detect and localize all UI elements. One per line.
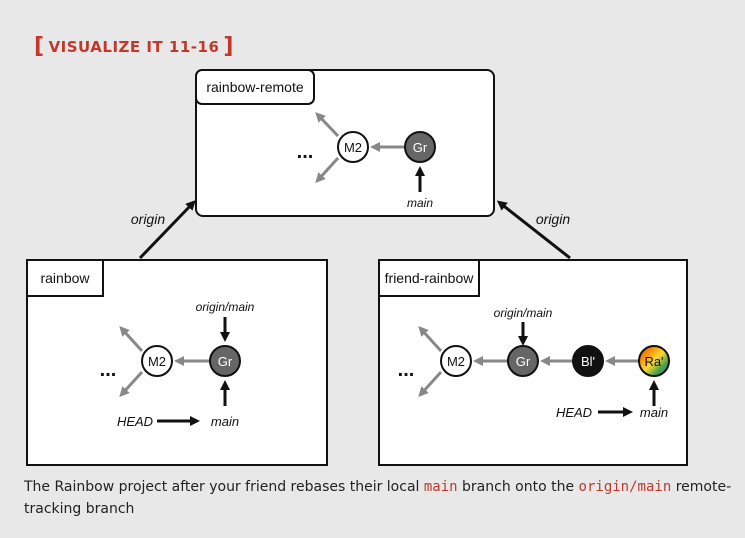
- caption-text: The Rainbow project after your friend re…: [24, 479, 424, 495]
- origin-label-left: origin: [131, 211, 165, 227]
- commit-gr: [209, 345, 241, 377]
- commit-bl-prime: [572, 345, 604, 377]
- commit-m2: [337, 131, 369, 163]
- title-open-bracket: [: [34, 34, 45, 59]
- commit-ra-prime: [638, 345, 670, 377]
- branch-label-main: main: [211, 414, 239, 429]
- parent-arrow: [418, 326, 443, 353]
- commit-label: Gr: [516, 354, 531, 369]
- branch-label-main: main: [407, 196, 433, 210]
- figure-caption: The Rainbow project after your friend re…: [24, 476, 736, 520]
- commit-gr: [507, 345, 539, 377]
- title-label: VISUALIZE IT 11-16: [48, 37, 220, 56]
- caption-text: branch onto the: [457, 479, 579, 495]
- ellipsis: ...: [100, 359, 117, 381]
- branch-label-origin-main: origin/main: [494, 306, 553, 320]
- parent-arrow: [315, 112, 340, 138]
- caption-text: remote-tracking branch: [24, 479, 732, 517]
- figure-title: [ VISUALIZE IT 11-16 ]: [30, 34, 238, 59]
- origin-label-right: origin: [536, 211, 570, 227]
- origin-link-right: [496, 200, 571, 260]
- commit-label: M2: [447, 354, 465, 369]
- commit-label: Bl': [581, 354, 595, 369]
- origin-link-left: [138, 200, 196, 260]
- commit-label: Gr: [218, 354, 233, 369]
- parent-arrow: [418, 370, 443, 397]
- parent-arrow: [315, 156, 340, 183]
- commit-label: Ra': [644, 354, 663, 369]
- ellipsis: ...: [297, 141, 314, 163]
- local-repo-box: rainbow origin/main ... M2 Gr main HEAD: [26, 259, 328, 466]
- parent-arrow: [119, 370, 144, 397]
- remote-repo-box: rainbow-remote ... M2 Gr main: [195, 69, 495, 217]
- title-close-bracket: ]: [223, 34, 234, 59]
- commit-gr: [404, 131, 436, 163]
- friend-repo-name: friend-rainbow: [385, 270, 475, 286]
- commit-m2: [440, 345, 472, 377]
- ellipsis: ...: [398, 359, 415, 381]
- diagram: origin origin rainbow-remote ... M2 Gr m…: [26, 69, 688, 466]
- caption-code-origin-main: origin/main: [578, 479, 672, 495]
- head-label: HEAD: [556, 405, 592, 420]
- local-repo-name: rainbow: [40, 270, 90, 286]
- parent-arrow: [119, 326, 144, 353]
- commit-m2: [141, 345, 173, 377]
- commit-label: M2: [344, 140, 362, 155]
- branch-label-origin-main: origin/main: [196, 300, 255, 314]
- branch-label-main: main: [640, 405, 668, 420]
- commit-label: Gr: [413, 140, 428, 155]
- caption-code-main: main: [423, 479, 458, 495]
- friend-repo-box: friend-rainbow origin/main ... M2 Gr Bl'…: [378, 259, 688, 466]
- remote-repo-name: rainbow-remote: [206, 79, 303, 95]
- head-label: HEAD: [117, 414, 153, 429]
- commit-label: M2: [148, 354, 166, 369]
